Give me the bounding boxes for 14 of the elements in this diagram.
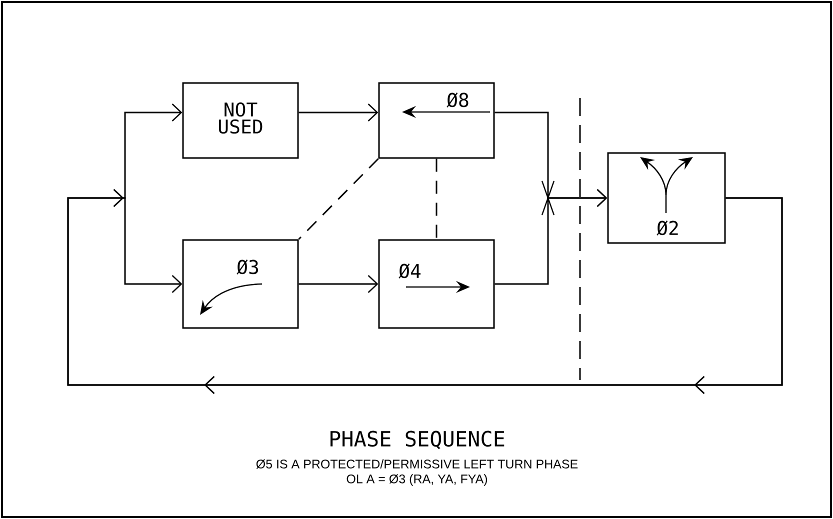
phase-box: Ø3: [182, 239, 299, 329]
note: OL A = Ø3 (RA, YA, FYA): [346, 474, 488, 486]
connector: [298, 275, 378, 293]
phase-box: NOT USED: [182, 82, 299, 159]
connector: [436, 158, 438, 240]
phase-box: Ø8: [378, 82, 495, 159]
connector: [494, 189, 608, 285]
phase-box: Ø2: [607, 152, 726, 244]
connector: [67, 189, 783, 394]
title: PHASE SEQUENCE: [330, 430, 504, 450]
connector: [298, 158, 379, 240]
note: Ø5 IS A PROTECTED/PERMISSIVE LEFT TURN PHASE: [256, 459, 578, 469]
phase-box: Ø4: [378, 239, 495, 329]
connector: [298, 104, 378, 122]
